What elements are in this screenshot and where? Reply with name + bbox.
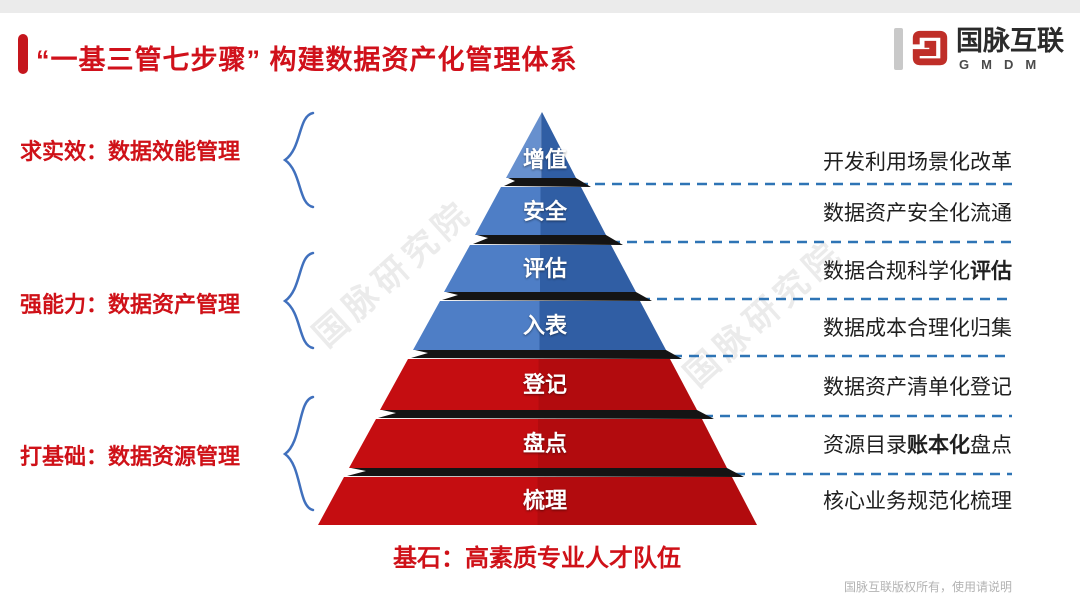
right-note-4: 数据成本合理化归集 xyxy=(700,314,1012,344)
note-text: 开发利用场景化改革 xyxy=(823,151,1012,174)
pyramid-level-rubiao xyxy=(413,301,666,350)
right-note-3: 数据合规科学化评估 xyxy=(700,257,1012,287)
pyramid-label: 登记 xyxy=(522,372,567,397)
note-bold: 账本化 xyxy=(907,434,970,457)
note-text: 数据资产清单化登记 xyxy=(823,376,1012,399)
separator-3 xyxy=(442,292,652,301)
separator-1 xyxy=(504,178,591,187)
title-accent-bar xyxy=(18,34,28,74)
pyramid-level-shuli xyxy=(318,477,757,525)
logo-gray-bar xyxy=(894,28,903,70)
note-bold: 评估 xyxy=(970,260,1012,283)
logo-name-cn: 国脉互联 xyxy=(956,26,1064,56)
company-logo: 国脉互联 GMDM xyxy=(894,26,1064,72)
brace-group-2 xyxy=(282,251,315,350)
pyramid-label: 增值 xyxy=(522,147,567,172)
page-title: “一基三管七步骤” 构建数据资产化管理体系 xyxy=(36,45,578,75)
note-text: 数据成本合理化归集 xyxy=(823,317,1012,340)
right-note-7: 核心业务规范化梳理 xyxy=(700,487,1012,517)
right-note-2: 数据资产安全化流通 xyxy=(700,199,1012,229)
group-label-capability: 强能力：数据资产管理 xyxy=(20,292,241,317)
pyramid-level-anquan xyxy=(475,187,606,235)
pyramid-label: 入表 xyxy=(522,313,567,338)
logo-text-block: 国脉互联 GMDM xyxy=(956,26,1064,72)
brace-group-3 xyxy=(282,395,315,512)
pyramid-level-pinggu xyxy=(444,245,636,292)
logo-name-en: GMDM xyxy=(959,57,1049,72)
note-text: 数据合规科学化 xyxy=(823,260,970,283)
copyright-notice: 国脉互联版权所有，使用请说明 xyxy=(843,580,1012,594)
pyramid-label: 安全 xyxy=(522,199,567,224)
pyramid-label: 盘点 xyxy=(522,431,567,456)
pyramid-separators xyxy=(347,178,744,477)
note-text: 资源目录 xyxy=(823,434,907,457)
group-label-foundation: 打基础：数据资源管理 xyxy=(20,444,241,469)
separator-2 xyxy=(473,235,623,245)
note-text: 盘点 xyxy=(970,434,1012,457)
pyramid-level-dengji xyxy=(380,359,697,410)
pyramid-label: 评估 xyxy=(522,256,567,281)
separator-5 xyxy=(378,410,714,419)
pyramid-level-pandian xyxy=(349,419,727,468)
top-strip xyxy=(0,0,1080,13)
apex-highlight xyxy=(506,112,542,178)
group-label-effectiveness: 求实效：数据效能管理 xyxy=(20,139,241,164)
right-note-5: 数据资产清单化登记 xyxy=(700,373,1012,403)
separator-6 xyxy=(347,468,744,477)
base-caption: 基石：高素质专业人才队伍 xyxy=(393,545,681,572)
separator-4 xyxy=(411,350,682,359)
pyramid-label: 梳理 xyxy=(522,488,567,513)
note-text: 数据资产安全化流通 xyxy=(823,202,1012,225)
gmdm-spiral-icon xyxy=(912,30,948,66)
right-note-1: 开发利用场景化改革 xyxy=(700,148,1012,178)
brace-group-1 xyxy=(282,111,315,209)
right-note-6: 资源目录账本化盘点 xyxy=(700,431,1012,461)
pyramid-level-zengzhi xyxy=(506,112,576,178)
dashed-leader-lines xyxy=(578,182,1012,476)
note-text: 核心业务规范化梳理 xyxy=(823,490,1012,513)
